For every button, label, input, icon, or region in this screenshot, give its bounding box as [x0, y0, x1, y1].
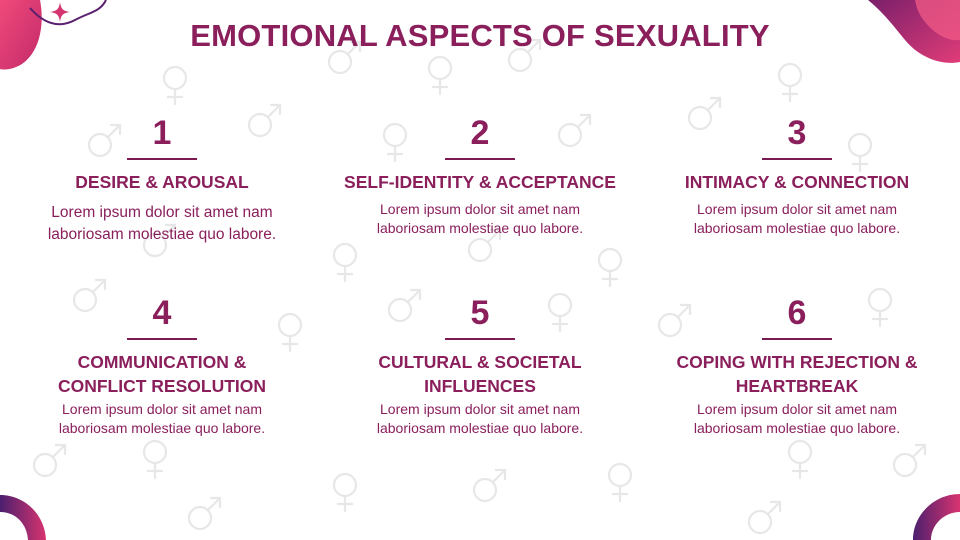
aspect-item-5: 5 CULTURAL & SOCIETAL INFLUENCES Lorem i… [330, 294, 630, 438]
item-divider [127, 158, 197, 160]
item-heading: CULTURAL & SOCIETAL INFLUENCES [378, 352, 582, 396]
item-number: 2 [470, 114, 490, 152]
aspect-item-1: 1 DESIRE & AROUSAL Lorem ipsum dolor sit… [12, 114, 312, 246]
item-divider [762, 338, 832, 340]
item-divider [127, 338, 197, 340]
item-heading: DESIRE & AROUSAL [75, 172, 249, 192]
item-number: 3 [787, 114, 807, 152]
sparkle-star-icon [50, 2, 70, 22]
aspect-item-3: 3 INTIMACY & CONNECTION Lorem ipsum dolo… [647, 114, 947, 238]
top-left-wave-line [29, 0, 107, 26]
item-body: Lorem ipsum dolor sit amet nam laboriosa… [47, 204, 277, 243]
item-number: 4 [152, 294, 172, 332]
item-heading: SELF-IDENTITY & ACCEPTANCE [344, 172, 616, 192]
item-heading: INTIMACY & CONNECTION [684, 172, 910, 192]
item-divider [445, 158, 515, 160]
item-heading: COMMUNICATION & CONFLICT RESOLUTION [57, 352, 267, 396]
item-heading: COPING WITH REJECTION & HEARTBREAK [676, 352, 918, 396]
item-number: 1 [152, 114, 172, 152]
bottom-right-arc [913, 494, 960, 540]
bottom-left-arc [0, 495, 46, 540]
item-body: Lorem ipsum dolor sit amet nam laboriosa… [376, 201, 584, 236]
top-left-blob [0, 0, 42, 70]
item-divider [762, 158, 832, 160]
item-divider [445, 338, 515, 340]
item-body: Lorem ipsum dolor sit amet nam laboriosa… [693, 401, 901, 436]
aspect-item-2: 2 SELF-IDENTITY & ACCEPTANCE Lorem ipsum… [330, 114, 630, 238]
slide-title: EMOTIONAL ASPECTS OF SEXUALITY [190, 18, 770, 53]
item-body: Lorem ipsum dolor sit amet nam laboriosa… [58, 401, 266, 436]
item-body: Lorem ipsum dolor sit amet nam laboriosa… [376, 401, 584, 436]
item-number: 6 [787, 294, 807, 332]
item-number: 5 [470, 294, 490, 332]
item-body: Lorem ipsum dolor sit amet nam laboriosa… [693, 201, 901, 236]
aspect-item-4: 4 COMMUNICATION & CONFLICT RESOLUTION Lo… [12, 294, 312, 438]
aspect-item-6: 6 COPING WITH REJECTION & HEARTBREAK Lor… [647, 294, 947, 438]
